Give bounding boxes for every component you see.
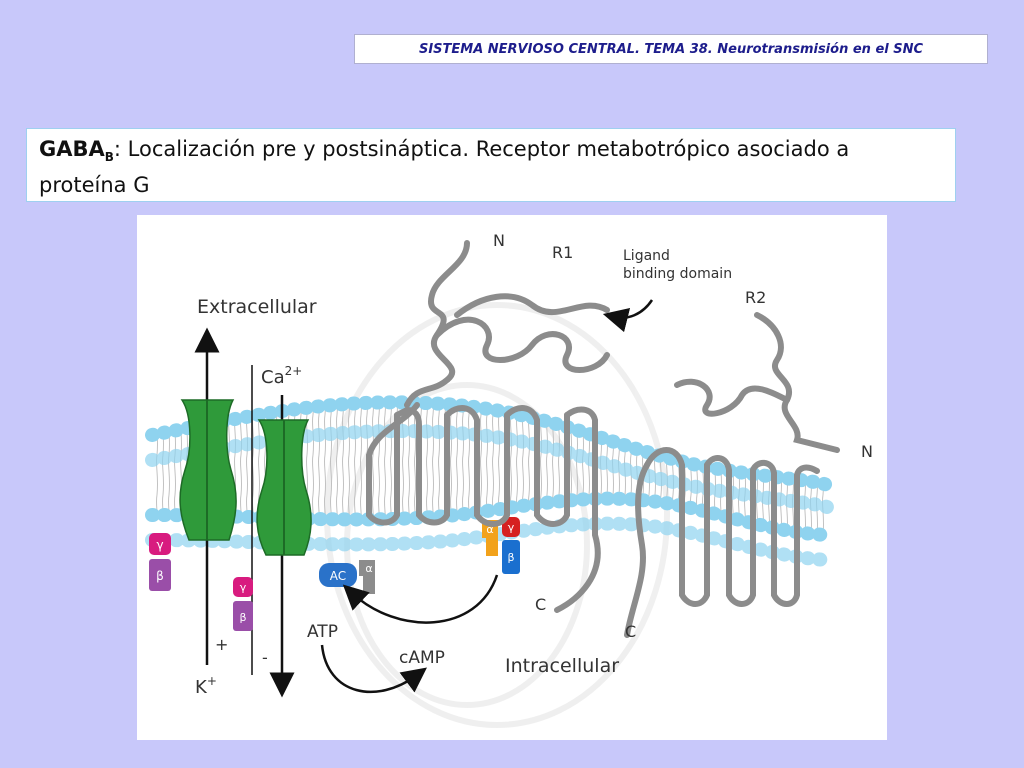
calcium-symbol: Ca — [261, 367, 285, 388]
r2-n-terminus: N — [861, 442, 873, 461]
header-text: SISTEMA NERVIOSO CENTRAL. TEMA 38. Neuro… — [418, 41, 924, 57]
ligand-label-line2: binding domain — [623, 266, 732, 282]
receptor-r2 — [624, 312, 840, 638]
potassium-symbol: K — [195, 677, 208, 698]
adenylyl-cyclase: AC — [319, 563, 357, 587]
ligand-domain-pointer — [602, 299, 654, 333]
title-gaba: GABA — [39, 137, 105, 161]
receptor-diagram: γ β γ β AC α α γ β — [137, 215, 887, 740]
g-alpha-inactive: α — [359, 560, 375, 594]
r2-c-terminus: C — [625, 622, 636, 641]
title-line2: proteína G — [39, 173, 150, 198]
beta-label-3: β — [507, 551, 514, 564]
alpha-label-1: α — [365, 562, 372, 575]
ac-label: AC — [330, 569, 346, 583]
ligand-label-line1: Ligand — [623, 248, 670, 264]
calcium-label: Ca2+ — [261, 364, 302, 388]
gamma-label-3: γ — [508, 521, 515, 534]
gamma-label-1: γ — [156, 538, 163, 552]
title-box: GABAB: Localización pre y postsináptica.… — [26, 128, 956, 202]
title-line1: : Localización pre y postsináptica. Rece… — [113, 137, 850, 161]
inhibition-arrow — [342, 574, 499, 624]
potassium-label: K+ — [195, 674, 217, 698]
header-banner: SISTEMA NERVIOSO CENTRAL. TEMA 38. Neuro… — [354, 34, 988, 64]
alpha-label-2: α — [486, 523, 493, 536]
minus-sign: - — [262, 648, 268, 667]
atp-label: ATP — [307, 622, 338, 642]
camp-label: cAMP — [399, 648, 445, 668]
potassium-charge: + — [207, 674, 217, 688]
calcium-charge: 2+ — [285, 364, 303, 378]
potassium-channel — [179, 399, 237, 541]
atp-camp-arrow — [320, 644, 428, 694]
beta-label-2: β — [239, 611, 246, 624]
receptor-r1 — [366, 240, 610, 613]
g-protein-left-1: γ β — [149, 533, 171, 591]
extracellular-label: Extracellular — [197, 296, 317, 318]
calcium-channel — [256, 419, 312, 556]
intracellular-label: Intracellular — [505, 655, 619, 677]
r1-label: R1 — [552, 243, 573, 262]
diagram-svg: γ β γ β AC α α γ β — [145, 231, 873, 728]
g-protein-left-2: γ β — [233, 577, 253, 631]
r1-n-terminus: N — [493, 231, 505, 250]
title-subscript: B — [104, 150, 114, 165]
beta-label-1: β — [156, 569, 164, 583]
plus-sign: + — [215, 635, 228, 654]
r1-c-terminus: C — [535, 595, 546, 614]
gamma-label-2: γ — [240, 581, 247, 594]
slide-title: GABAB: Localización pre y postsináptica.… — [39, 135, 943, 199]
g-protein-trimer: α γ β — [482, 517, 520, 574]
r2-label: R2 — [745, 288, 766, 307]
